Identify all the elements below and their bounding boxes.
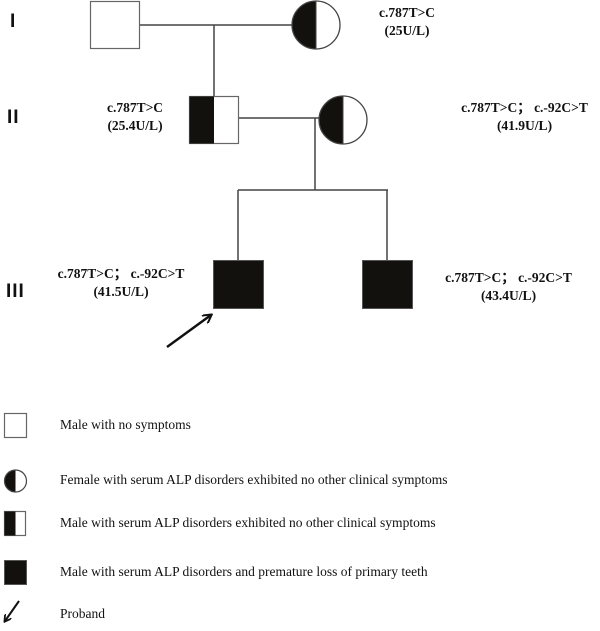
legend-label-proband: Proband — [60, 606, 105, 621]
legend-open-square-icon — [3, 412, 28, 439]
legend-half-circle-outline — [3, 469, 28, 493]
annotation-III-2: c.787T>C； c.-92C>T (43.4U/L) — [436, 269, 581, 305]
individual-II-1-half-square — [188, 95, 240, 145]
annotation-III-1: c.787T>C； c.-92C>T (41.5U/L) — [46, 265, 196, 301]
alp-value: (41.9U/L) — [496, 118, 553, 133]
individual-III-2-filled-square — [362, 260, 413, 309]
alp-value: (41.5U/L) — [93, 284, 149, 299]
individual-II-2-half-circle — [318, 95, 368, 145]
legend-label-half-circle: Female with serum ALP disorders exhibite… — [60, 472, 448, 487]
individual-III-1-filled-square — [213, 260, 264, 309]
alp-value: (25.4U/L) — [107, 118, 163, 133]
legend-label-filled-square: Male with serum ALP disorders and premat… — [60, 564, 428, 579]
alp-value: (43.4U/L) — [480, 288, 537, 303]
variant-text: c.787T>C； c.-92C>T — [57, 266, 185, 281]
variant-text: c.787T>C； c.-92C>T — [445, 270, 572, 285]
generation-label-I: I — [10, 11, 17, 32]
variant-text: c.787T>C — [378, 5, 436, 20]
annotation-II-1: c.787T>C (25.4U/L) — [90, 99, 180, 135]
legend-label-half-square: Male with serum ALP disorders exhibited … — [60, 515, 436, 530]
generation-label-II: II — [7, 107, 20, 128]
legend-half-circle-icon — [4, 470, 27, 492]
variant-text: c.787T>C； c.-92C>T — [461, 100, 588, 115]
alp-value: (25U/L) — [384, 23, 430, 38]
generation-label-III: III — [6, 281, 25, 302]
variant-text: c.787T>C — [106, 100, 164, 115]
legend-half-square-icon — [3, 510, 27, 537]
annotation-II-2: c.787T>C； c.-92C>T (41.9U/L) — [452, 99, 597, 135]
legend-label-open-square: Male with no symptoms — [60, 417, 191, 432]
annotation-I-2: c.787T>C (25U/L) — [352, 4, 462, 40]
individual-I-1-open-square — [89, 0, 141, 50]
proband-arrow-icon — [166, 315, 211, 348]
legend-proband-arrow-icon — [5, 600, 20, 621]
legend-filled-square-icon — [4, 560, 27, 585]
individual-I-2-half-circle — [291, 0, 341, 50]
